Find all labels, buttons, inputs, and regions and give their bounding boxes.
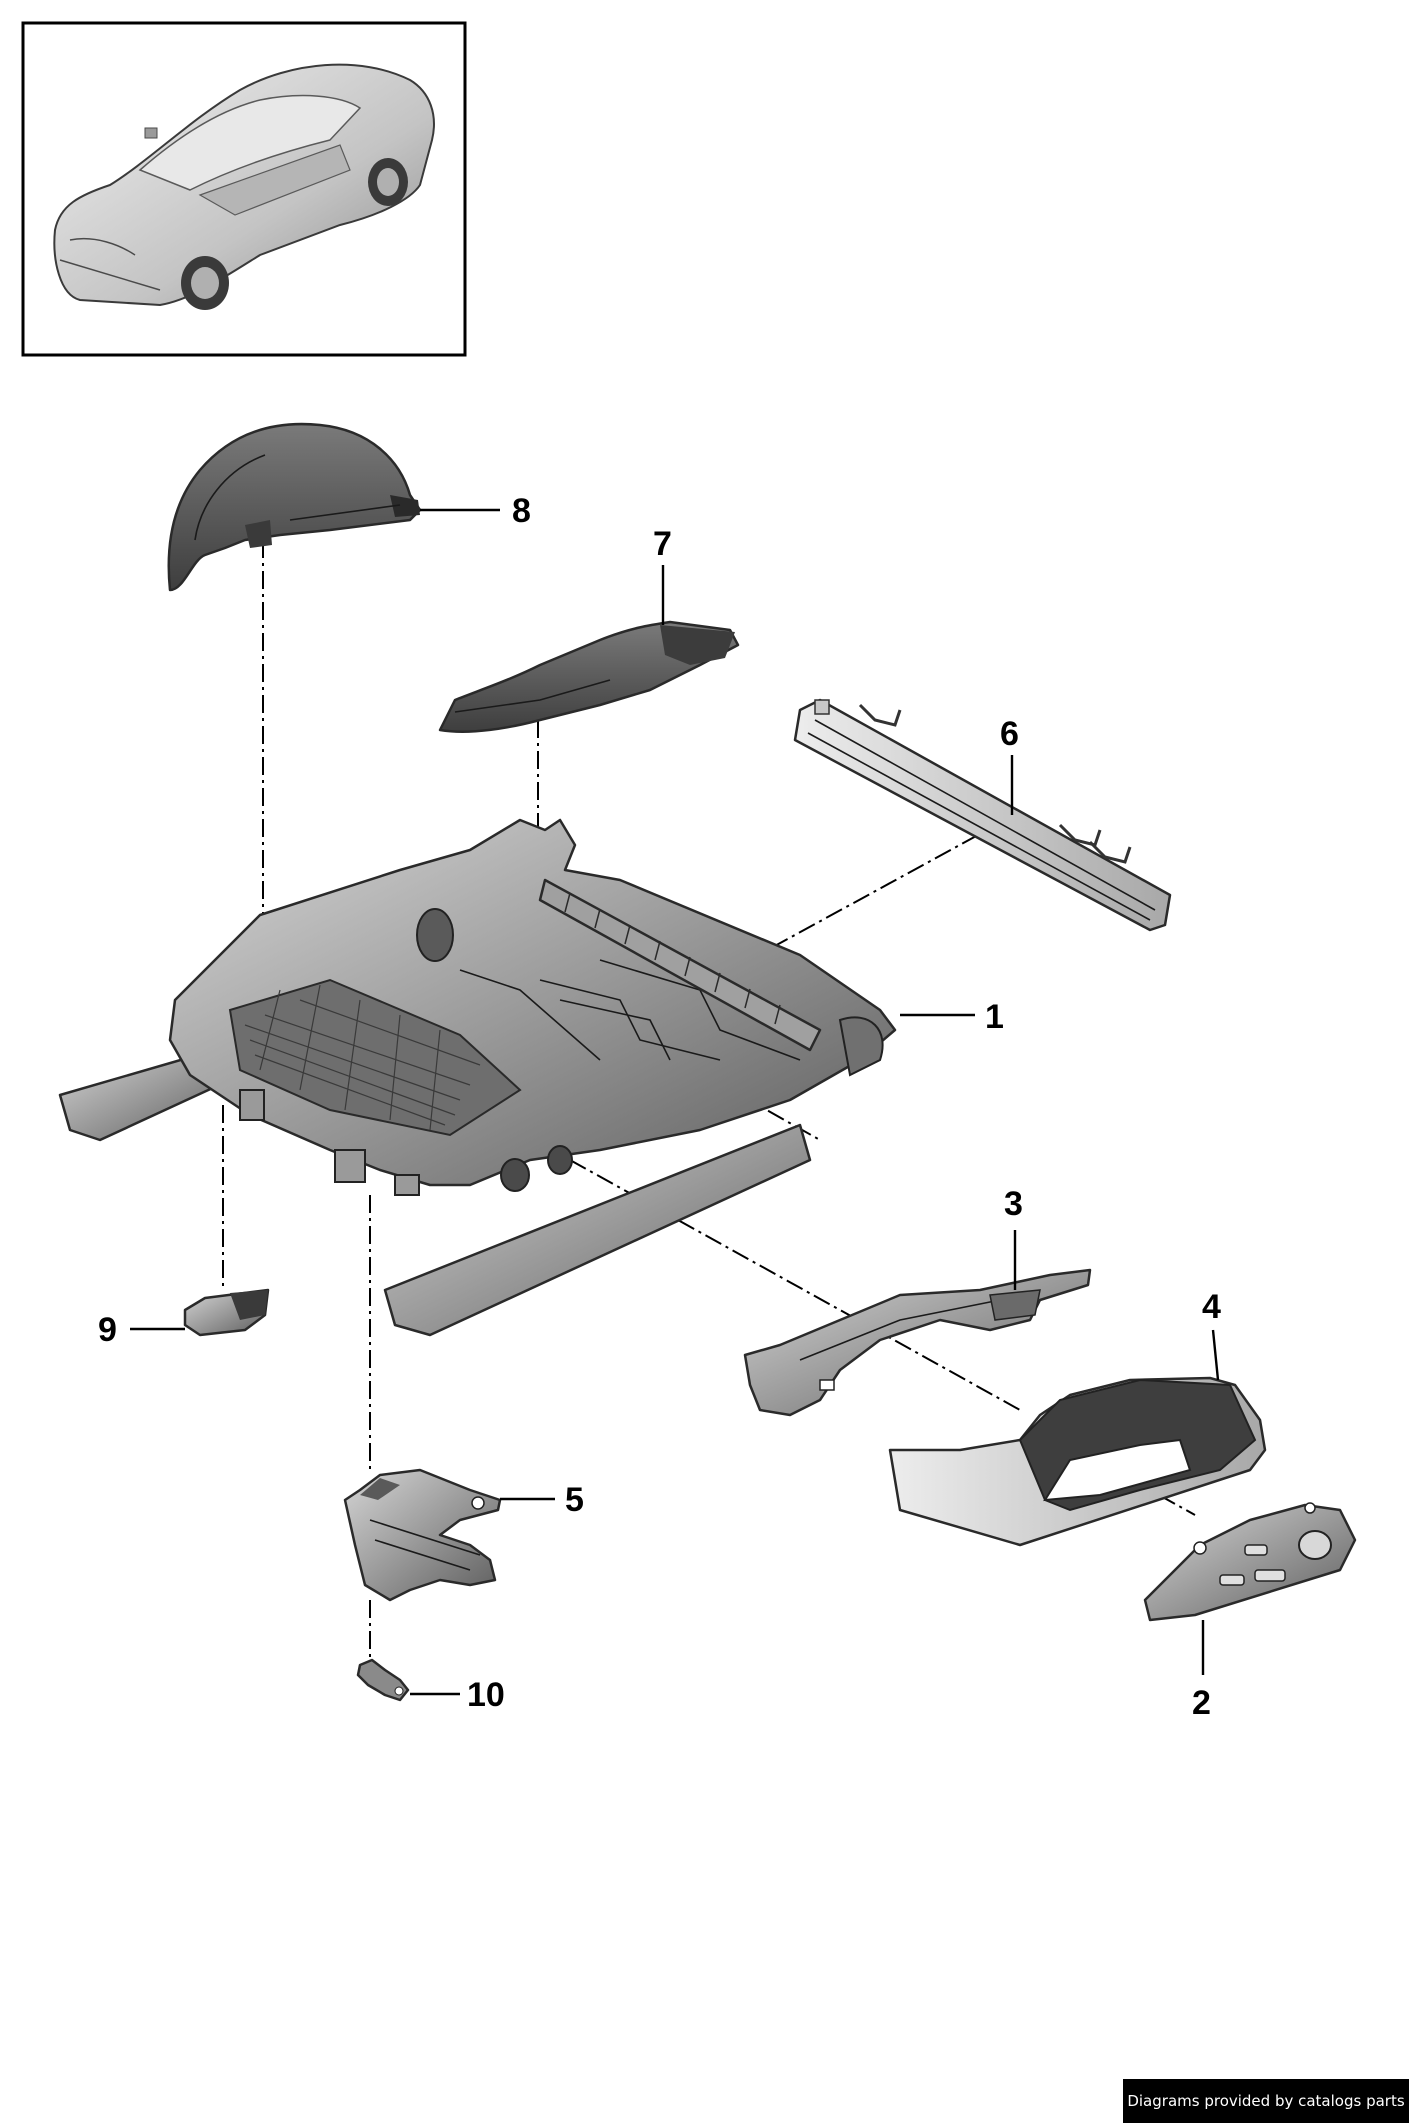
callout-labels: 8 7 6 1 3 4 5 2 9 10 xyxy=(98,492,1221,1722)
part-3-bracket xyxy=(743,1268,1092,1417)
part-6-cross-member xyxy=(793,698,1172,932)
credit-badge: Diagrams provided by catalogs parts xyxy=(1123,2079,1409,2123)
part-2-adjustment-switch xyxy=(1143,1502,1357,1622)
part-4-side-trim-panel xyxy=(888,1376,1267,1547)
callout-9: 9 xyxy=(98,1311,117,1349)
callout-8: 8 xyxy=(512,492,531,530)
part-1-seat-frame xyxy=(58,818,897,1337)
part-9-cover xyxy=(183,1288,270,1337)
callout-10: 10 xyxy=(467,1676,505,1714)
callout-6: 6 xyxy=(1000,715,1019,753)
part-5-bracket xyxy=(343,1468,502,1602)
vehicle-thumbnail xyxy=(21,21,467,357)
callout-5: 5 xyxy=(565,1481,584,1519)
sports-sedan-car-icon xyxy=(53,63,435,310)
callout-7: 7 xyxy=(653,525,672,563)
part-7-trim-cover xyxy=(438,620,740,733)
part-8-side-cover xyxy=(167,422,422,592)
callout-leaders xyxy=(130,508,1220,1696)
callout-4: 4 xyxy=(1202,1288,1221,1326)
callout-3: 3 xyxy=(1004,1185,1023,1223)
part-10-clip xyxy=(356,1658,410,1702)
callout-1: 1 xyxy=(985,998,1004,1036)
callout-2: 2 xyxy=(1192,1684,1211,1722)
